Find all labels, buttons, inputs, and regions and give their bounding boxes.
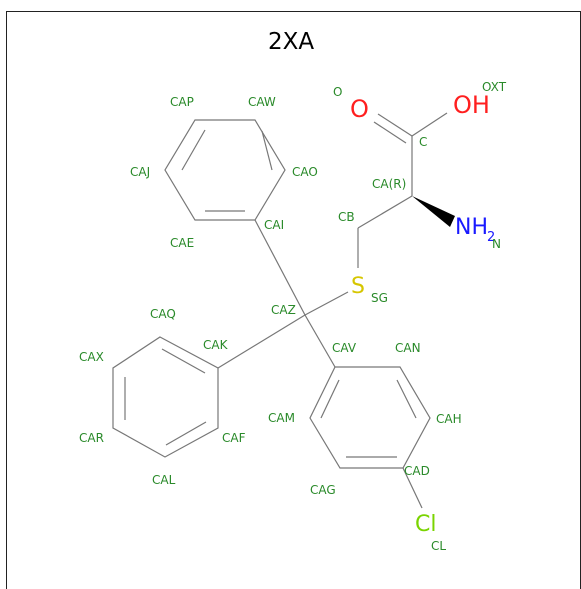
atom-label-caf: CAF	[222, 431, 246, 445]
ring-3-inner-bond	[396, 379, 417, 419]
atom-label-n: N	[492, 237, 501, 251]
diagram-frame	[6, 11, 581, 589]
atom-label-oxt: OXT	[482, 80, 507, 94]
ring-1-inner-bond	[181, 129, 206, 171]
bonds	[112, 112, 455, 509]
bond-caz-cak	[217, 314, 306, 369]
atom-label-c: C	[419, 135, 427, 149]
hydroxyl-symbol: OH	[453, 91, 490, 119]
atom-label-cao: CAO	[292, 165, 318, 179]
ring-3-inner-bond	[320, 379, 340, 419]
atom-label-ca: CA(R)	[372, 177, 406, 191]
atom-label-cal: CAL	[152, 473, 176, 487]
amine-subscript: 2	[487, 230, 495, 245]
bond-cb-ca	[357, 195, 413, 229]
atom-label-can: CAN	[395, 341, 421, 355]
bond-cad-cl	[402, 467, 423, 509]
ring-1-inner-bond	[261, 130, 273, 171]
bond-c-oh	[411, 112, 448, 137]
atom-label-o: O	[333, 85, 342, 99]
atom-label-cap: CAP	[170, 95, 194, 109]
atom-label-sg: SG	[371, 291, 388, 305]
ring-2-inner-bond	[161, 348, 206, 374]
atom-label-cai: CAI	[264, 218, 284, 232]
bond-caz-cav	[304, 314, 336, 368]
atom-label-cl: CL	[431, 539, 446, 553]
atom-label-caj: CAJ	[130, 165, 150, 179]
ring-3	[309, 366, 431, 469]
bond-caz-s	[304, 291, 349, 316]
chlorine-symbol: Cl	[415, 512, 436, 537]
atom-label-cag: CAG	[310, 483, 336, 497]
atom-label-cb: CB	[338, 210, 355, 224]
ring-1	[164, 119, 286, 221]
atom-label-caw: CAW	[248, 95, 276, 109]
bond-ca-n-wedge	[412, 196, 455, 227]
atom-label-cae: CAE	[170, 236, 194, 250]
sulfur-symbol: S	[351, 274, 365, 299]
atom-label-cak: CAK	[203, 338, 229, 352]
atom-label-caq: CAQ	[150, 307, 176, 321]
atom-label-car: CAR	[79, 431, 104, 445]
atom-label-cad: CAD	[404, 464, 430, 478]
atom-label-caz: CAZ	[271, 303, 296, 317]
atom-label-cah: CAH	[436, 412, 462, 426]
atom-label-cam: CAM	[268, 411, 295, 425]
bond-c-o-double	[373, 121, 407, 144]
element-symbols: O OH NH 2 S Cl	[350, 91, 495, 537]
amine-symbol: NH	[455, 215, 488, 240]
atom-labels: O OXT C CA(R) CB N SG CAP CAW CAJ CAO CA…	[79, 80, 507, 553]
ring-2-inner-bond	[165, 421, 207, 446]
atom-label-cax: CAX	[79, 350, 104, 364]
bond-c-o-double	[377, 113, 413, 137]
ring-2	[112, 336, 219, 458]
oxygen-carbonyl-symbol: O	[350, 95, 369, 123]
diagram-title: 2XA	[268, 29, 314, 55]
atom-label-cav: CAV	[332, 341, 357, 355]
bond-cai-caz	[254, 219, 306, 316]
